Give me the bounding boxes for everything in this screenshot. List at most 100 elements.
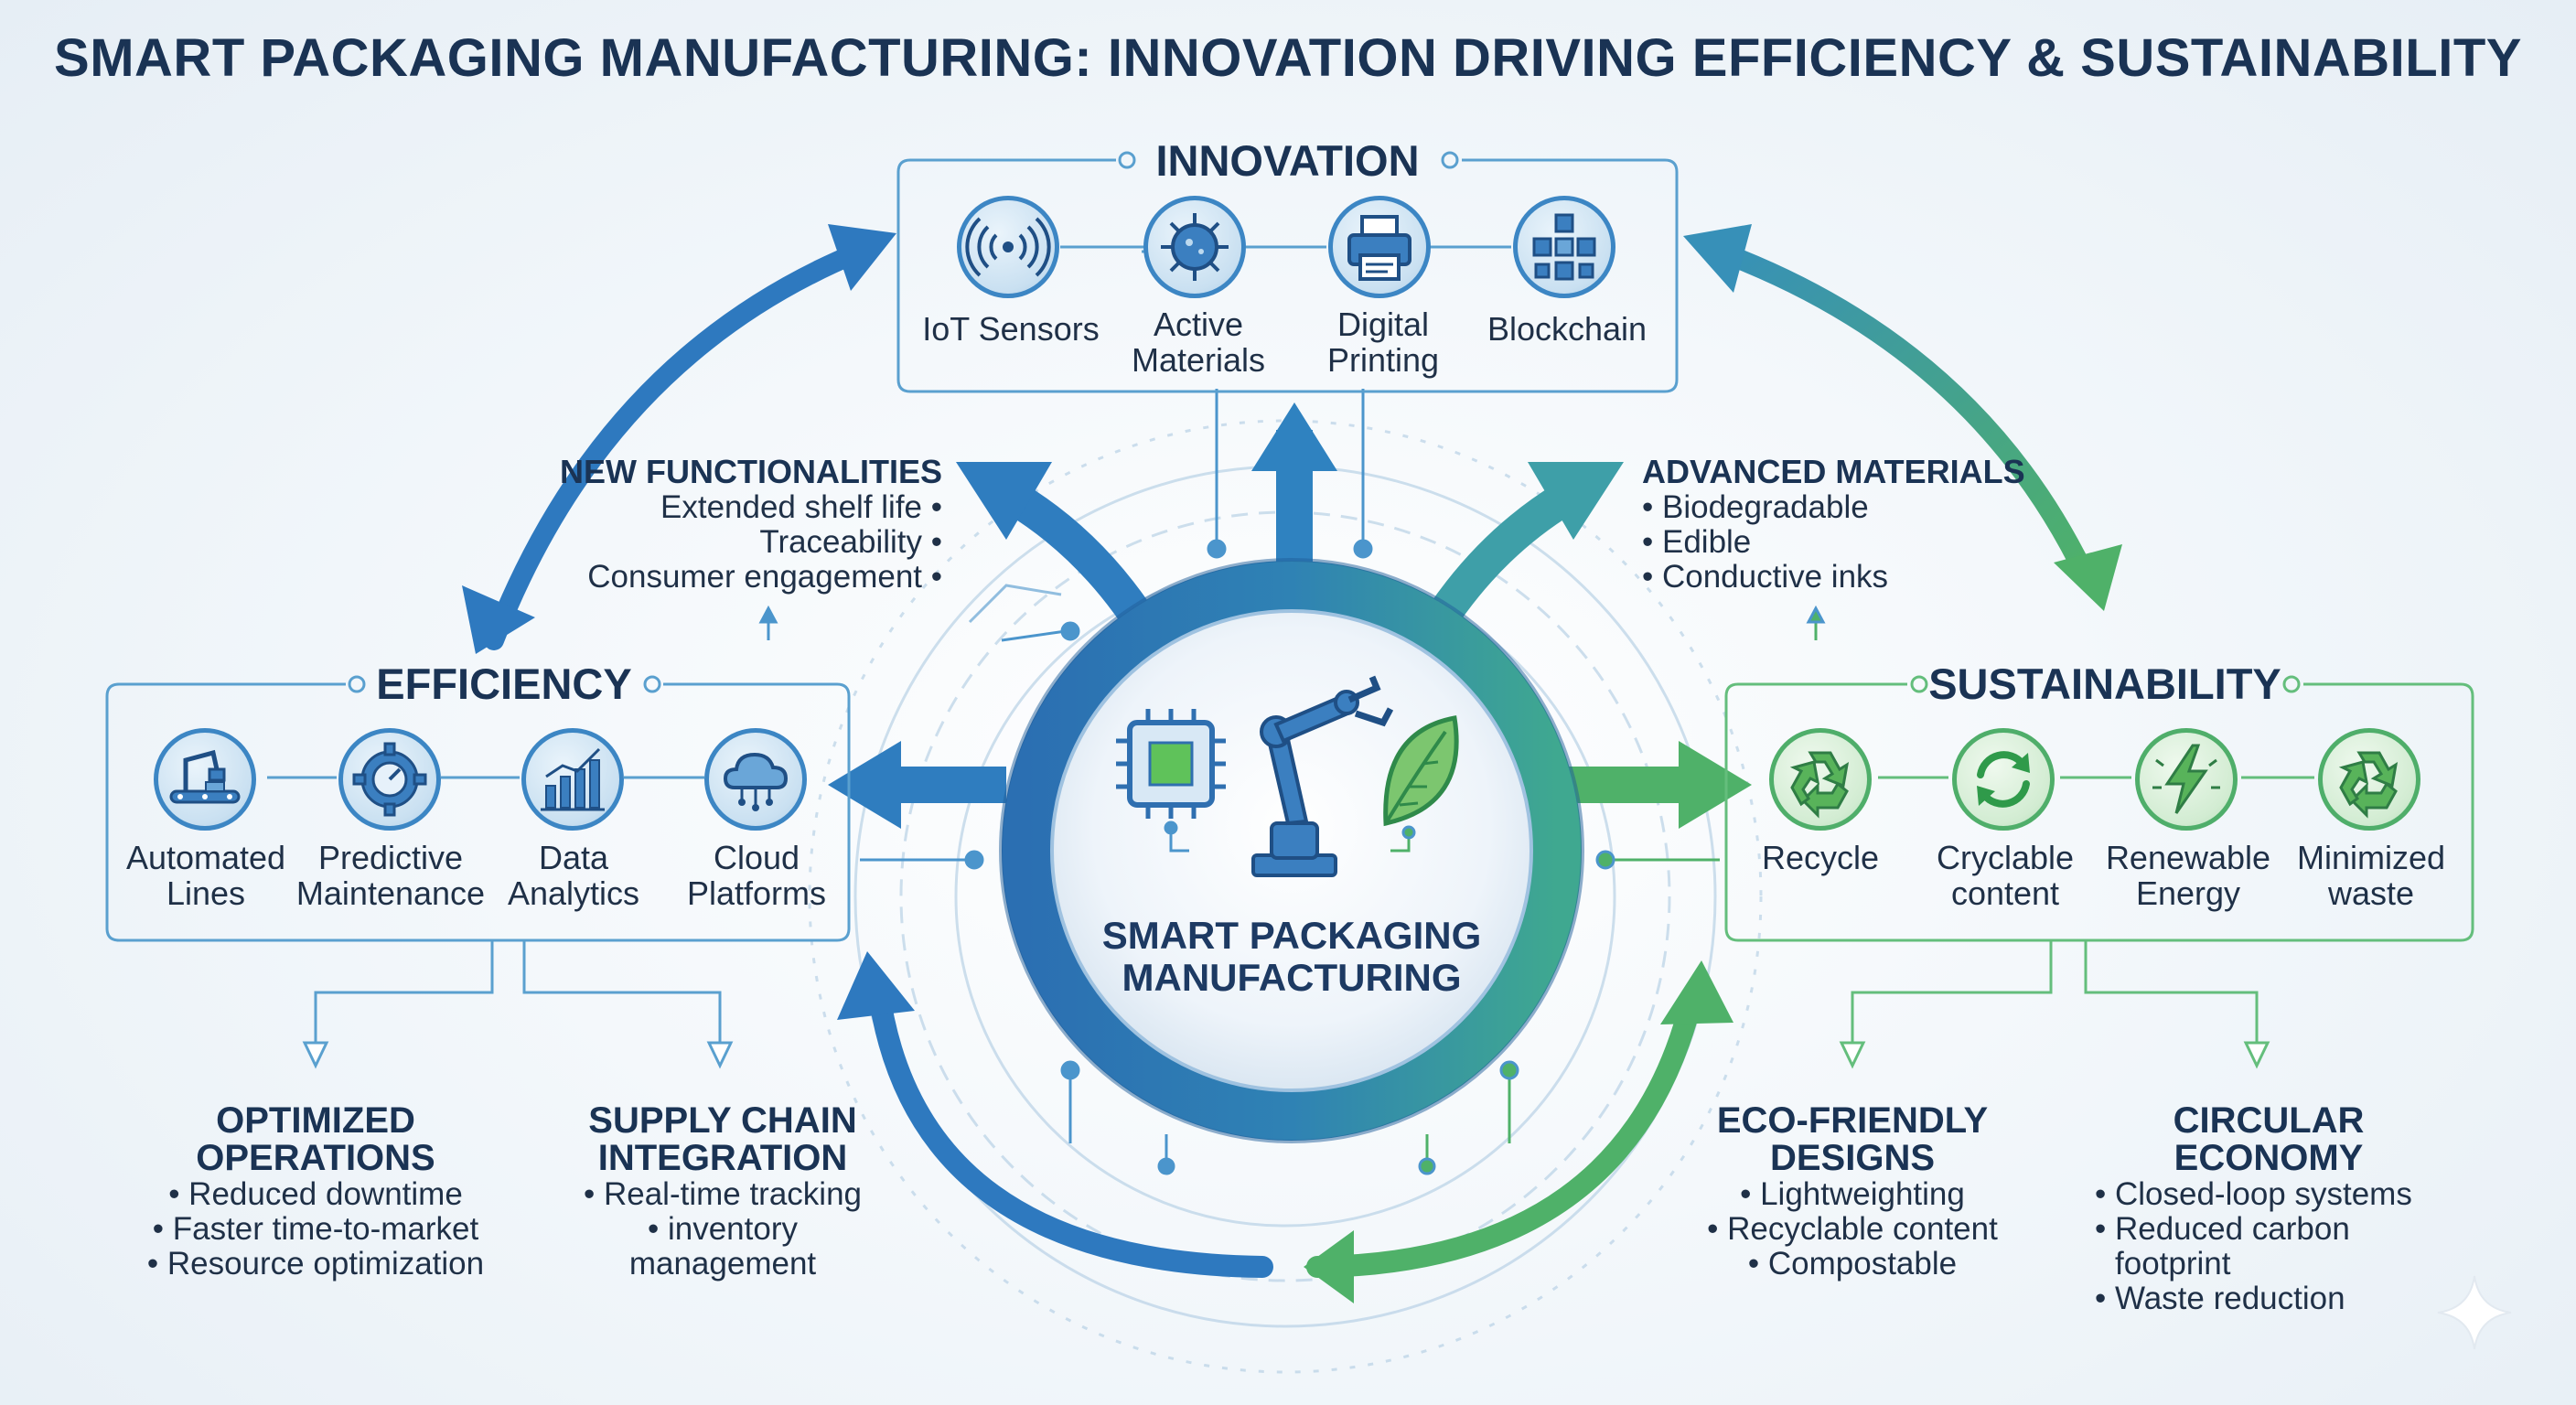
- label-line: Lines: [166, 874, 246, 912]
- sustainability-label-3: Renewable Energy: [2083, 840, 2293, 911]
- list-item: • Biodegradable: [1642, 489, 1869, 525]
- efficiency-label-3: Data Analytics: [468, 840, 679, 911]
- efficiency-item-predictive-maintenance[interactable]: [338, 728, 441, 831]
- efficiency-label-4: Cloud Platforms: [651, 840, 862, 911]
- optimized-operations-title-2: OPERATIONS: [196, 1138, 435, 1178]
- sustainability-label-1: Recycle: [1715, 840, 1926, 875]
- list-item: • Reduced downtime: [168, 1176, 463, 1212]
- recycle-icon: [1789, 751, 1850, 819]
- leaf-icon: [1383, 715, 1459, 827]
- hub-title: SMART PACKAGING MANUFACTURING: [1063, 915, 1520, 999]
- label-line: Platforms: [686, 874, 827, 912]
- list-item: • Reduced carbon: [2095, 1211, 2350, 1247]
- optimized-operations-block: OPTIMIZED OPERATIONS • Reduced downtime …: [119, 1102, 512, 1282]
- list-item: • Real-time tracking: [583, 1176, 862, 1212]
- label-line: waste: [2327, 874, 2415, 912]
- hub-title-line-1: SMART PACKAGING: [1101, 914, 1482, 957]
- sustainability-title: SUSTAINABILITY: [1928, 660, 2281, 708]
- list-item: • inventory: [648, 1211, 798, 1247]
- list-item: Consumer engagement •: [587, 559, 942, 595]
- cycle-arrow-top-right: [1683, 224, 2122, 611]
- list-item: • Closed-loop systems: [2095, 1176, 2412, 1212]
- label-line: Automated: [125, 839, 286, 876]
- eco-friendly-block: ECO-FRIENDLY DESIGNS • Lightweighting • …: [1692, 1102, 2012, 1282]
- list-item: Traceability •: [759, 524, 942, 560]
- label-line: Energy: [2135, 874, 2241, 912]
- circular-economy-title-2: ECONOMY: [2174, 1138, 2364, 1178]
- innovation-label-3: Digital Printing: [1278, 306, 1488, 378]
- list-item: management: [628, 1246, 817, 1282]
- hub-title-line-2: MANUFACTURING: [1122, 956, 1462, 999]
- list-item: • Conductive inks: [1642, 559, 1889, 595]
- eco-friendly-title-2: DESIGNS: [1769, 1138, 1936, 1178]
- sustainability-item-recycle[interactable]: [1769, 728, 1872, 831]
- innovation-label-1: IoT Sensors: [906, 311, 1116, 347]
- label-line: Digital: [1336, 306, 1430, 343]
- sustainability-item-minimized-waste[interactable]: [2318, 728, 2420, 831]
- sustainability-item-cryclable-content[interactable]: [1952, 728, 2055, 831]
- cube-network-icon: [1532, 213, 1596, 281]
- supply-chain-title-1: SUPPLY CHAIN: [588, 1100, 857, 1141]
- supply-chain-title-2: INTEGRATION: [597, 1138, 848, 1178]
- cloud-icon: [723, 752, 789, 811]
- innovation-item-active-materials[interactable]: [1143, 196, 1246, 298]
- sparkle-icon: [2437, 1275, 2512, 1350]
- efficiency-label-1: Automated Lines: [101, 840, 311, 911]
- list-item: • Compostable: [1747, 1246, 1958, 1282]
- gear-gauge-icon: [352, 742, 427, 817]
- sustainability-label-4: Minimized waste: [2266, 840, 2476, 911]
- label-line: Cloud: [713, 839, 800, 876]
- sustainability-label-2: Cryclable content: [1900, 840, 2110, 911]
- list-item: • Faster time-to-market: [152, 1211, 479, 1247]
- robot-arm-icon: [1251, 675, 1394, 877]
- label-line: Cryclable: [1936, 839, 2075, 876]
- bar-chart-icon: [541, 747, 605, 811]
- label-line: Maintenance: [295, 874, 486, 912]
- label-line: content: [1950, 874, 2060, 912]
- label-line: Materials: [1131, 341, 1266, 379]
- circular-economy-title-1: CIRCULAR: [2173, 1100, 2365, 1141]
- label-line: Data: [538, 839, 609, 876]
- efficiency-item-automated-lines[interactable]: [154, 728, 256, 831]
- new-functionalities-title: NEW FUNCTIONALITIES: [560, 453, 942, 490]
- label-line: Printing: [1326, 341, 1440, 379]
- page-title: SMART PACKAGING MANUFACTURING: INNOVATIO…: [54, 28, 2522, 88]
- sustainability-item-renewable-energy[interactable]: [2135, 728, 2238, 831]
- list-item: • Lightweighting: [1740, 1176, 1965, 1212]
- circuit-lines: [758, 389, 1826, 1175]
- sustainability-panel-frame: [1724, 675, 2474, 1069]
- advanced-materials-block: ADVANCED MATERIALS • Biodegradable • Edi…: [1642, 453, 2045, 595]
- label-line: Renewable: [2105, 839, 2271, 876]
- efficiency-item-data-analytics[interactable]: [521, 728, 624, 831]
- label-line: Blockchain: [1487, 310, 1648, 348]
- efficiency-title: EFFICIENCY: [376, 660, 632, 708]
- conveyor-robot-icon: [169, 749, 241, 804]
- list-item: • Waste reduction: [2095, 1281, 2345, 1316]
- hub-icon-connectors: [1164, 820, 1416, 853]
- chip-icon: [1116, 709, 1226, 819]
- supply-chain-block: SUPPLY CHAIN INTEGRATION • Real-time tra…: [549, 1102, 896, 1282]
- cycle-arrow-top-left: [462, 224, 896, 654]
- list-item: • Recyclable content: [1707, 1211, 1998, 1247]
- innovation-label-4: Blockchain: [1462, 311, 1672, 347]
- innovation-item-digital-printing[interactable]: [1328, 196, 1431, 298]
- cycle-arrow-bottom-right: [1304, 960, 1733, 1303]
- list-item: Extended shelf life •: [660, 489, 942, 525]
- printer-icon: [1347, 215, 1411, 281]
- label-line: Active: [1153, 306, 1244, 343]
- label-line: IoT Sensors: [922, 310, 1100, 348]
- efficiency-item-cloud-platforms[interactable]: [704, 728, 807, 831]
- innovation-item-iot-sensors[interactable]: [957, 196, 1059, 298]
- advanced-materials-title: ADVANCED MATERIALS: [1642, 453, 2025, 490]
- list-item: • Resource optimization: [146, 1246, 485, 1282]
- label-line: Analytics: [507, 874, 640, 912]
- virus-particle-icon: [1161, 213, 1229, 281]
- efficiency-panel-frame: [105, 675, 851, 1069]
- innovation-panel-frame: [896, 151, 1679, 393]
- sensor-waves-icon: [965, 217, 1051, 277]
- new-functionalities-block: NEW FUNCTIONALITIES Extended shelf life …: [549, 453, 942, 595]
- innovation-item-blockchain[interactable]: [1513, 196, 1615, 298]
- label-line: Minimized: [2296, 839, 2446, 876]
- label-line: Predictive: [317, 839, 464, 876]
